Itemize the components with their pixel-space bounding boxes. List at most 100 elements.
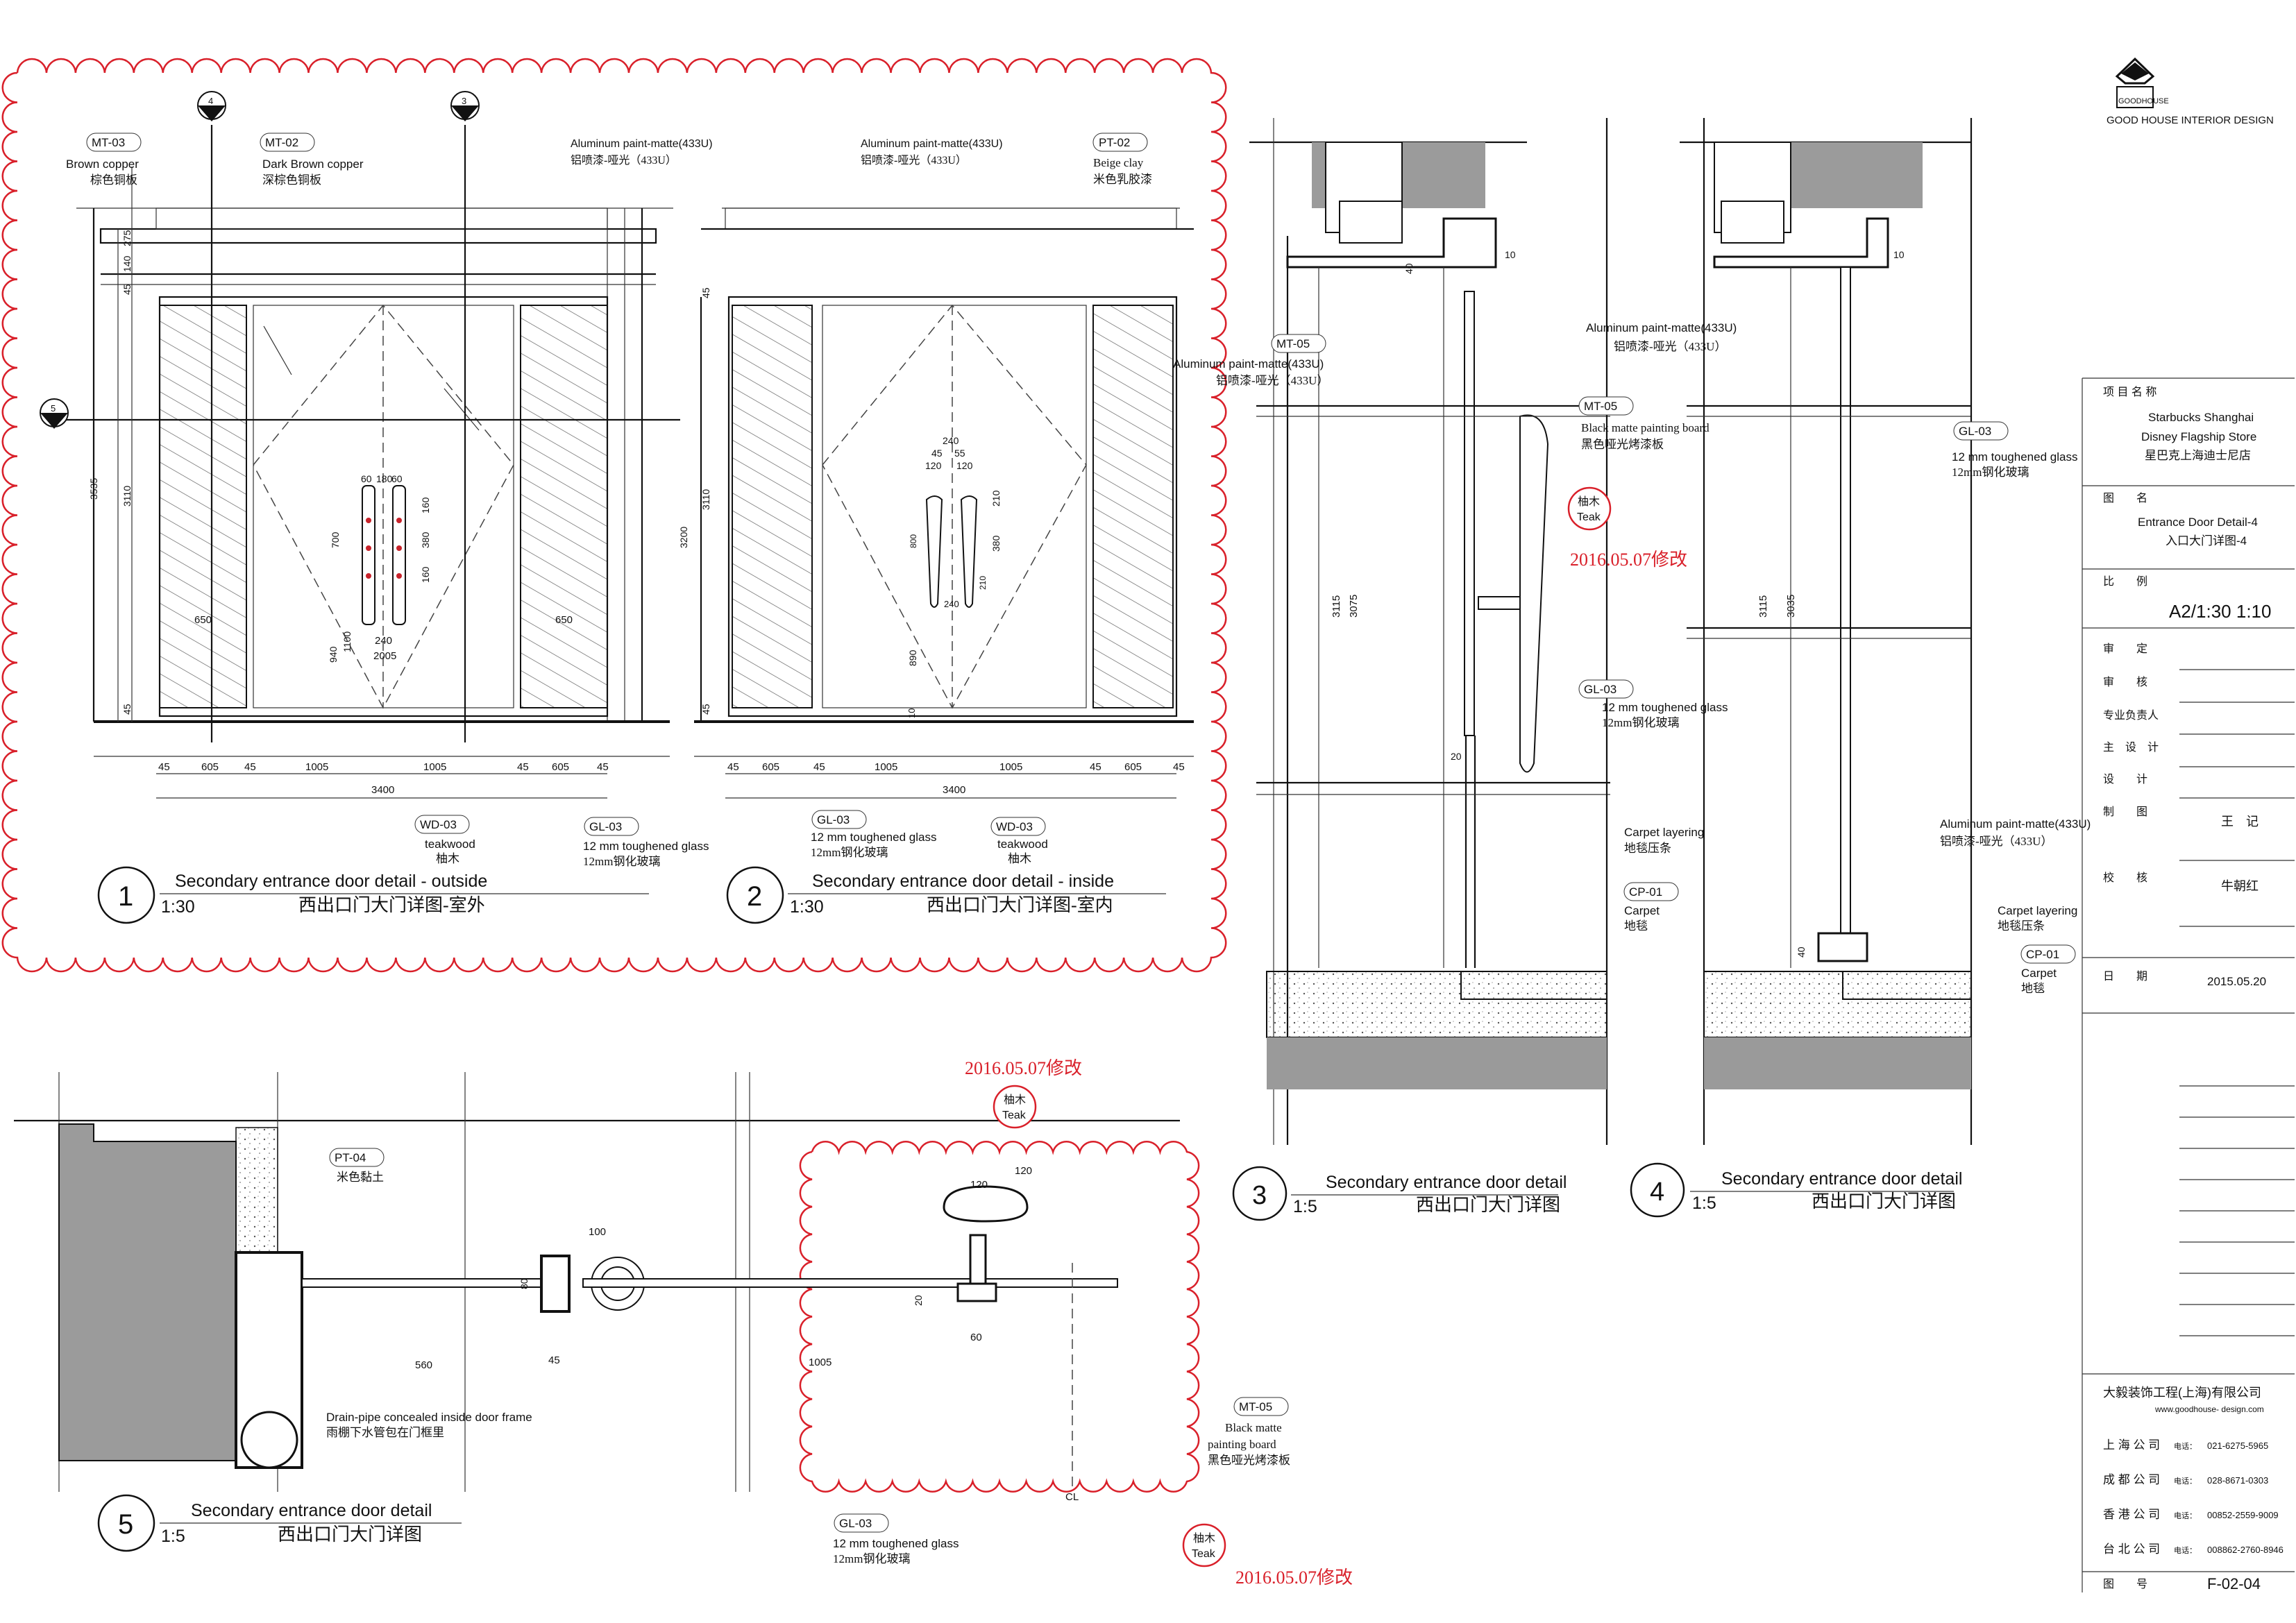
svg-text:MT-05: MT-05: [1239, 1400, 1272, 1413]
dim-d2-handle: 380: [990, 535, 1002, 552]
dim-d1-handle: 700: [330, 532, 341, 548]
tag-gl03-d1: GL-03: [584, 817, 639, 836]
svg-text:3: 3: [1252, 1181, 1267, 1210]
svg-text:WD-03: WD-03: [420, 818, 457, 831]
dim-d2-left: 45: [700, 704, 711, 715]
tb-design-label: 设 计: [2103, 773, 2147, 785]
tb-office-name: 上 海 公 司: [2103, 1438, 2160, 1452]
tb-approve-label: 审 定: [2103, 643, 2147, 655]
svg-text:GL-03: GL-03: [817, 813, 850, 826]
note-beige-clay: Beige clay: [1093, 156, 1144, 169]
tb-office-tel: 028-8671-0303: [2207, 1475, 2268, 1486]
svg-text:Secondary entrance door detail: Secondary entrance door detail: [1326, 1173, 1567, 1192]
dim-d1-side: 650: [555, 614, 573, 626]
revision-note-d5-bottom: 2016.05.07修改: [1235, 1567, 1353, 1588]
dim-d1-bottom: 45: [158, 761, 170, 773]
note-carpet-d4: Carpet: [2021, 967, 2057, 980]
good-house-logo-icon: [2115, 57, 2155, 108]
dim-d2-handle: 890: [907, 649, 918, 666]
tag-gl03-d5: GL-03: [834, 1513, 889, 1533]
note-teak-d1: teakwood: [425, 838, 475, 851]
detail-2-title: 2 Secondary entrance door detail - insid…: [726, 866, 1166, 924]
svg-text:1:30: 1:30: [790, 897, 824, 917]
note-glass-d2-cn: 12mm钢化玻璃: [811, 846, 888, 859]
tag-mt02-d1: MT-02: [260, 133, 315, 152]
svg-text:PT-04: PT-04: [335, 1151, 366, 1164]
note-alu-d3b-cn: 铝喷漆-哑光（433U）: [1614, 340, 1726, 353]
dim-d2-bottom: 605: [1124, 761, 1142, 773]
dim-d1-left: 140: [121, 255, 133, 272]
dim-d4: 3035: [1785, 595, 1797, 618]
note-alu-d3b: Aluminum paint-matte(433U): [1586, 321, 1737, 334]
tag-cp01-d4: CP-01: [2020, 944, 2076, 964]
note-teak-d1-cn: 柚木: [436, 852, 459, 865]
note-alu-d1: Aluminum paint-matte(433U): [571, 138, 713, 150]
tag-wd03-d2: WD-03: [990, 817, 1046, 836]
note-alu-d2-cn: 铝喷漆-哑光（433U）: [861, 154, 967, 167]
note-drain-cn: 雨棚下水管包在门框里: [326, 1426, 444, 1439]
tag-gl03-d3: GL-03: [1578, 679, 1634, 699]
svg-text:Secondary entrance door detail: Secondary entrance door detail: [1721, 1169, 1962, 1189]
svg-text:1:30: 1:30: [161, 897, 195, 917]
dim-d3: 3115: [1331, 595, 1342, 618]
svg-text:3: 3: [462, 96, 466, 106]
teak-revision-circle-d3: 柚木 Teak: [1567, 486, 1612, 531]
teak-revision-circle-d5-top: 柚木 Teak: [993, 1085, 1037, 1129]
detail-3-title: 3 Secondary entrance door detail 1:5 西出口…: [1232, 1166, 1567, 1221]
note-beige-clay-d5: 米色黏土: [337, 1171, 384, 1184]
note-black-1: Black matte: [1225, 1421, 1282, 1434]
svg-text:西出口门大门详图-室内: 西出口门大门详图-室内: [927, 895, 1113, 915]
tb-company: 大毅装饰工程(上海)有限公司: [2103, 1386, 2261, 1400]
svg-text:MT-03: MT-03: [92, 136, 125, 149]
tb-office-name: 台 北 公 司: [2103, 1543, 2160, 1556]
tag-gl03-d4: GL-03: [1953, 421, 2009, 441]
dim-d4: 3115: [1757, 595, 1769, 618]
tb-office-tel-label: 电话：: [2174, 1442, 2197, 1451]
note-alu-d3a-cn: 铝喷漆-哑光（433U）: [1216, 374, 1328, 387]
note-carpet-d3-cn: 地毯: [1624, 919, 1648, 933]
dim-d5: 560: [415, 1359, 432, 1371]
note-alu-d2: Aluminum paint-matte(433U): [861, 138, 1003, 150]
dim-d1-left: 3110: [121, 486, 133, 507]
svg-text:1:5: 1:5: [1293, 1197, 1317, 1216]
svg-text:5: 5: [118, 1509, 133, 1540]
tb-lead-label: 专业负责人: [2103, 709, 2159, 722]
dim-d2-bottom: 45: [727, 761, 739, 773]
tb-office-tel-label: 电话：: [2174, 1546, 2197, 1555]
tag-mt03-d1: MT-03: [86, 133, 142, 152]
tb-office-tel: 021-6275-5965: [2207, 1441, 2268, 1451]
dim-d2-handle: 55: [954, 448, 965, 459]
note-teak-d2-cn: 柚木: [1008, 852, 1031, 865]
dim-d2-left: 45: [700, 287, 711, 298]
detail-1-title: 1 Secondary entrance door detail - outsi…: [97, 866, 649, 924]
revision-cloud-top: [1, 58, 1227, 973]
svg-text:WD-03: WD-03: [996, 820, 1033, 833]
dim-d1-left: 45: [121, 284, 133, 295]
note-alu-d4-cn: 铝喷漆-哑光（433U）: [1940, 835, 2052, 848]
dim-d5: 120: [1015, 1165, 1032, 1177]
dim-d2-handle: 800: [909, 534, 918, 548]
dim-d2-bottom: 1005: [875, 761, 897, 773]
tb-scale-value: A2/1:30 1:10: [2169, 601, 2271, 622]
tb-office-tel: 008862-2760-8946: [2207, 1545, 2284, 1555]
note-teak-d2: teakwood: [997, 838, 1048, 851]
tb-number-value: F-02-04: [2207, 1575, 2261, 1592]
section-marker-5: 5: [40, 398, 69, 429]
dim-d2-bottom: 1005: [999, 761, 1022, 773]
note-black-board-cn: 黑色哑光烤漆板: [1581, 438, 1664, 451]
dim-d4: 10: [1893, 249, 1905, 260]
tb-drawing-cn: 入口大门详图-4: [2166, 534, 2247, 547]
tb-office-name: 香 港 公 司: [2103, 1508, 2160, 1521]
tag-mt05-d3: MT-05: [1271, 334, 1326, 353]
dim-d2-total: 3400: [943, 784, 965, 796]
note-glass-d5-cn: 12mm钢化玻璃: [833, 1552, 910, 1565]
dim-d2-handle: 240: [943, 435, 959, 446]
revision-note-d3: 2016.05.07修改: [1570, 550, 1687, 570]
logo-text: GOODHOUSE: [2118, 97, 2169, 105]
tb-drawing-en: Entrance Door Detail-4: [2138, 516, 2258, 529]
note-dark-brown-cn: 深棕色铜板: [262, 173, 321, 187]
svg-text:柚木: 柚木: [1578, 495, 1600, 508]
dim-d1-handle: 160: [420, 497, 431, 513]
dim-d1-handle: 160: [420, 566, 431, 583]
